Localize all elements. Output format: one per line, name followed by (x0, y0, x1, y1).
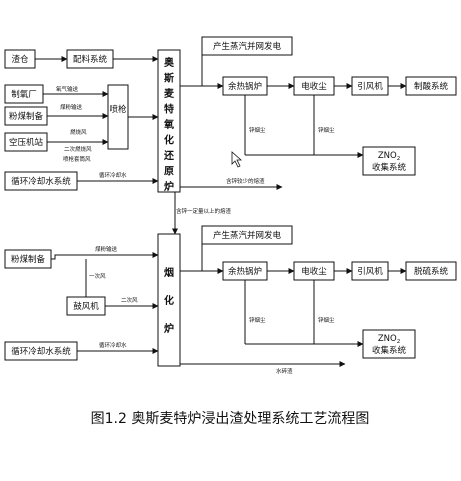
label-zinc-dust-1a: 锌烟尘 (249, 126, 266, 134)
ausmelt-furnace-box (157, 49, 181, 193)
label-oxygen-feed: 氧气输送 (56, 85, 79, 93)
label-zinc-dust-2b: 锌烟尘 (318, 316, 335, 324)
zno-collection-label-2: 收集系统 (372, 345, 407, 356)
label-cooling-water-1: 循环冷却水 (99, 171, 127, 179)
blower-label: 鼓风机 (73, 301, 99, 312)
label-zinc-dust-1b: 锌烟尘 (318, 126, 335, 134)
zno-collection-label-1: 收集系统 (372, 162, 407, 173)
ausmelt-furnace-label: 奥斯麦特氧化还原炉 (163, 56, 175, 193)
lance-label-text: 喷枪 (109, 104, 127, 115)
esp-label-2: 电收尘 (301, 266, 327, 277)
figure-caption: 图1.2 奥斯麦特炉浸出渣处理系统工艺流程图 (91, 410, 370, 427)
fuming-furnace-label: 烟化炉 (164, 266, 174, 335)
waste-heat-boiler-label-1: 余热锅炉 (228, 81, 262, 92)
label-secondary-air-1: 二次燃烧风 (64, 145, 92, 153)
lance-label: 喷枪 (109, 104, 127, 115)
lance-box (107, 84, 129, 150)
desulfurization-label: 脱硫系统 (414, 266, 449, 277)
slag-bin-label: 渣仓 (11, 54, 29, 65)
zno-collection-subscript-1: 2 (397, 156, 401, 162)
label-combustion-air: 燃烧风 (70, 128, 87, 136)
fan-label-2: 引风机 (357, 266, 383, 277)
waste-heat-boiler-label-2: 余热锅炉 (228, 266, 262, 277)
coal-prep-label-1: 粉煤制备 (9, 111, 44, 122)
steam-power-label-1: 产生蒸汽并网发电 (213, 41, 282, 52)
zno-collection-title-2: ZNO2 (378, 334, 400, 345)
arrow-coal-to-fuming (51, 252, 159, 260)
label-secondary-air-2: 二次风 (121, 296, 138, 304)
zno-collection-title-1: ZNO2 (378, 151, 400, 162)
fuming-furnace-box (157, 233, 181, 367)
fan-label-1: 引风机 (357, 81, 383, 92)
cooling-water-label-1: 循环冷却水系统 (11, 176, 71, 187)
zno-collection-zno-1: ZNO (378, 151, 397, 161)
zno-collection-box-1 (362, 146, 416, 176)
label-cooling-water-2: 循环冷却水 (99, 341, 127, 349)
label-low-zinc-slag: 含锌较少的熔渣 (226, 177, 265, 185)
lower-connectors (51, 235, 407, 367)
air-compressor-label: 空压机站 (9, 137, 44, 148)
label-primary-air: 一次风 (89, 272, 106, 280)
zno-collection-zno-2: ZNO (378, 334, 397, 344)
oxygen-plant-label: 制氧厂 (11, 89, 37, 100)
batching-system-label: 配料系统 (73, 54, 108, 65)
label-lance-air: 喷枪套筒风 (63, 155, 91, 163)
label-water-slag: 水碎渣 (276, 367, 293, 375)
cooling-water-label-2: 循环冷却水系统 (11, 346, 71, 357)
esp-label-1: 电收尘 (301, 81, 327, 92)
acid-plant-label: 制酸系统 (414, 81, 449, 92)
label-high-zinc-slag: 含锌一定量以上的熔渣 (176, 207, 232, 215)
label-zinc-dust-2a: 锌烟尘 (249, 316, 266, 324)
mouse-cursor-icon (231, 151, 243, 168)
zno-collection-subscript-2: 2 (397, 339, 401, 345)
coal-prep-label-2: 粉煤制备 (11, 254, 46, 265)
upper-connectors (35, 47, 407, 235)
steam-power-box-1 (201, 36, 293, 56)
steam-power-label-2: 产生蒸汽并网发电 (213, 230, 282, 241)
label-coal-feed-1: 煤粉输送 (60, 103, 83, 111)
label-coal-feed-2: 煤粉输送 (95, 245, 118, 253)
